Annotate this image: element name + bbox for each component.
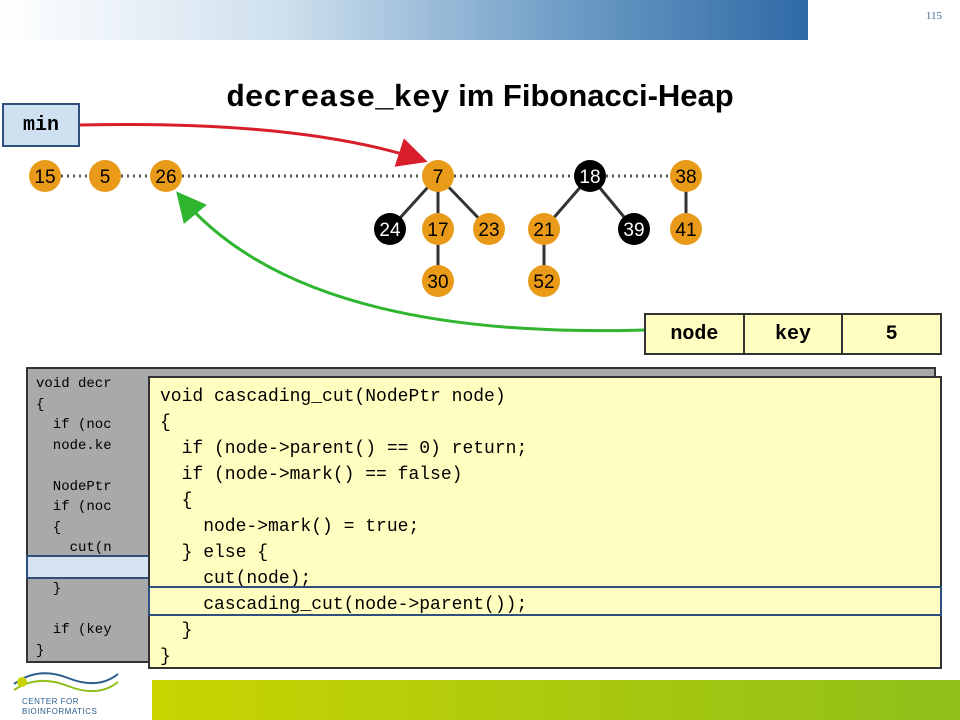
node-pointer-arrow <box>176 191 645 333</box>
page-number: 115 <box>925 10 942 22</box>
heap-node-circle <box>29 160 61 192</box>
logo-line2: BIOINFORMATICS <box>22 707 98 716</box>
heap-node-label: 17 <box>427 220 448 241</box>
heap-node-7: 7 <box>422 160 454 192</box>
heap-node-circle <box>89 160 121 192</box>
heap-node-label: 39 <box>623 220 644 241</box>
heap-node-15: 15 <box>29 160 61 192</box>
heap-node-label: 52 <box>533 272 554 293</box>
heap-node-38: 38 <box>670 160 702 192</box>
heap-node-label: 24 <box>379 220 401 241</box>
param-value-cell: 5 <box>885 322 898 346</box>
heap-node-circle <box>473 213 505 245</box>
heap-node-52: 52 <box>528 265 560 297</box>
logo-line1: CENTER FOR <box>22 697 79 706</box>
slide-title: decrease_key im Fibonacci-Heap <box>0 78 960 116</box>
min-pointer-box: min <box>2 103 80 147</box>
heap-node-41: 41 <box>670 213 702 245</box>
heap-node-label: 38 <box>675 167 696 188</box>
heap-node-circle <box>374 213 406 245</box>
cascading-cut-code-panel: void cascading_cut(NodePtr node) { if (n… <box>148 376 942 669</box>
cascading-cut-code: void cascading_cut(NodePtr node) { if (n… <box>160 387 528 667</box>
param-key-cell: key <box>745 315 844 353</box>
param-node-cell: node <box>646 315 745 353</box>
heap-node-18: 18 <box>574 160 606 192</box>
heap-node-circle <box>422 213 454 245</box>
heap-node-39: 39 <box>618 213 650 245</box>
param-table: node key 5 <box>644 313 942 355</box>
heap-node-label: 41 <box>675 220 696 241</box>
heap-node-label: 7 <box>433 167 444 188</box>
heap-node-label: 26 <box>155 167 176 188</box>
heap-node-circle <box>670 213 702 245</box>
heap-node-circle <box>574 160 606 192</box>
heap-node-label: 23 <box>478 220 499 241</box>
heap-node-5: 5 <box>89 160 121 192</box>
heap-node-label: 5 <box>100 167 111 188</box>
heap-node-circle <box>422 160 454 192</box>
heap-node-circle <box>528 265 560 297</box>
title-code: decrease_key <box>226 81 450 116</box>
heap-node-circle <box>618 213 650 245</box>
heap-node-26: 26 <box>150 160 182 192</box>
heap-node-label: 18 <box>579 167 600 188</box>
heap-node-label: 30 <box>427 272 448 293</box>
heap-node-23: 23 <box>473 213 505 245</box>
front-code-highlight <box>148 586 942 616</box>
min-arrow <box>79 122 428 167</box>
heap-node-circle <box>150 160 182 192</box>
bioinformatics-logo-icon <box>13 672 119 693</box>
bottom-banner <box>152 680 960 720</box>
heap-node-label: 15 <box>34 167 55 188</box>
heap-node-label: 21 <box>533 220 554 241</box>
heap-node-21: 21 <box>528 213 560 245</box>
heap-node-30: 30 <box>422 265 454 297</box>
title-text: im Fibonacci-Heap <box>449 78 734 113</box>
heap-node-17: 17 <box>422 213 454 245</box>
heap-node-circle <box>670 160 702 192</box>
heap-node-circle <box>422 265 454 297</box>
heap-node-24: 24 <box>374 213 406 245</box>
heap-node-circle <box>528 213 560 245</box>
top-banner <box>0 0 808 40</box>
